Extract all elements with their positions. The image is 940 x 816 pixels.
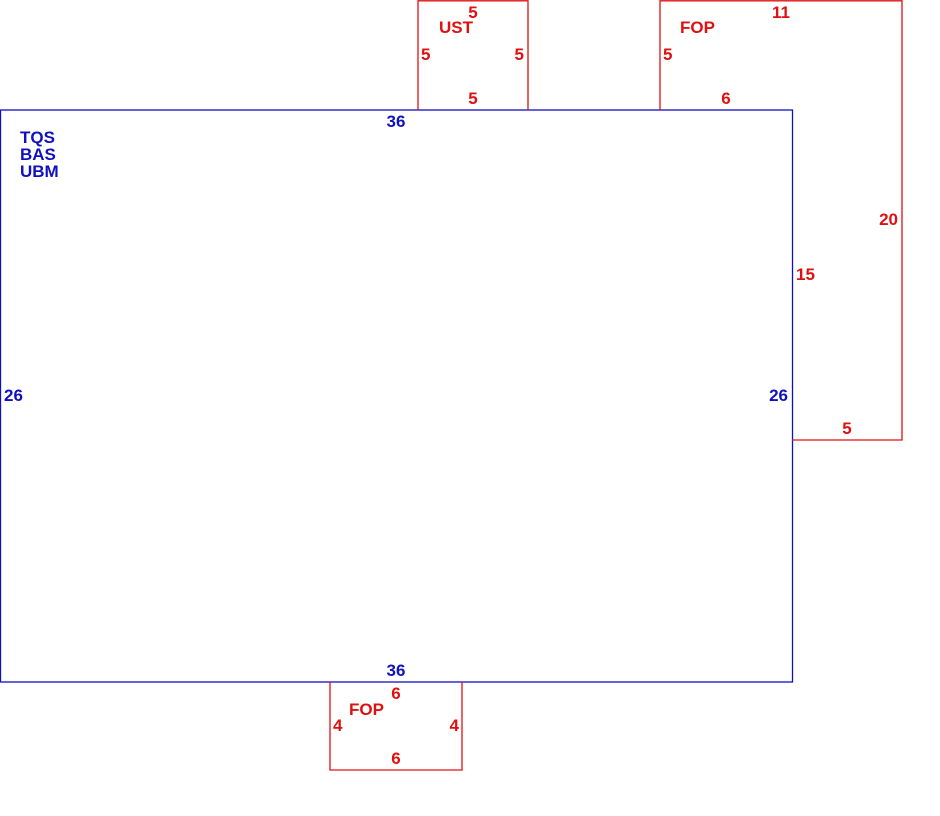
fop-bottom-dim-right: 4 xyxy=(450,716,460,735)
ust-dim-bottom: 5 xyxy=(468,89,477,108)
main-dim-right: 26 xyxy=(769,386,788,405)
fop-bottom-dim-top: 6 xyxy=(391,684,400,703)
fop-right-dim-bottom-inner: 6 xyxy=(721,89,730,108)
fop-right-outline xyxy=(659,0,903,441)
fop-right-dim-right: 20 xyxy=(879,210,898,229)
fop-right-dim-top: 11 xyxy=(772,3,790,22)
main-code-3: UBM xyxy=(20,162,59,181)
ust-outline xyxy=(417,0,529,110)
fop-right-dim-left: 5 xyxy=(663,45,672,64)
main-code-1: TQS xyxy=(20,128,55,147)
fop-bottom-dim-bottom: 6 xyxy=(391,749,400,768)
fop-right-dim-bottom: 5 xyxy=(842,419,851,438)
ust-label: UST xyxy=(439,18,474,37)
main-dim-bottom: 36 xyxy=(387,661,406,680)
fop-right-label: FOP xyxy=(680,18,715,37)
ust-dim-left: 5 xyxy=(421,45,430,64)
fop-right-dim-inner-side: 15 xyxy=(796,265,815,284)
ust-dim-top: 5 xyxy=(468,3,477,22)
fop-bottom-outline xyxy=(329,682,463,771)
main-dim-left: 26 xyxy=(4,386,23,405)
main-code-2: BAS xyxy=(20,145,56,164)
fop-bottom-dim-left: 4 xyxy=(333,716,343,735)
main-structure-outline xyxy=(0,109,794,683)
fop-bottom-label: FOP xyxy=(349,700,384,719)
main-dim-top: 36 xyxy=(387,112,406,131)
ust-dim-right: 5 xyxy=(515,45,524,64)
